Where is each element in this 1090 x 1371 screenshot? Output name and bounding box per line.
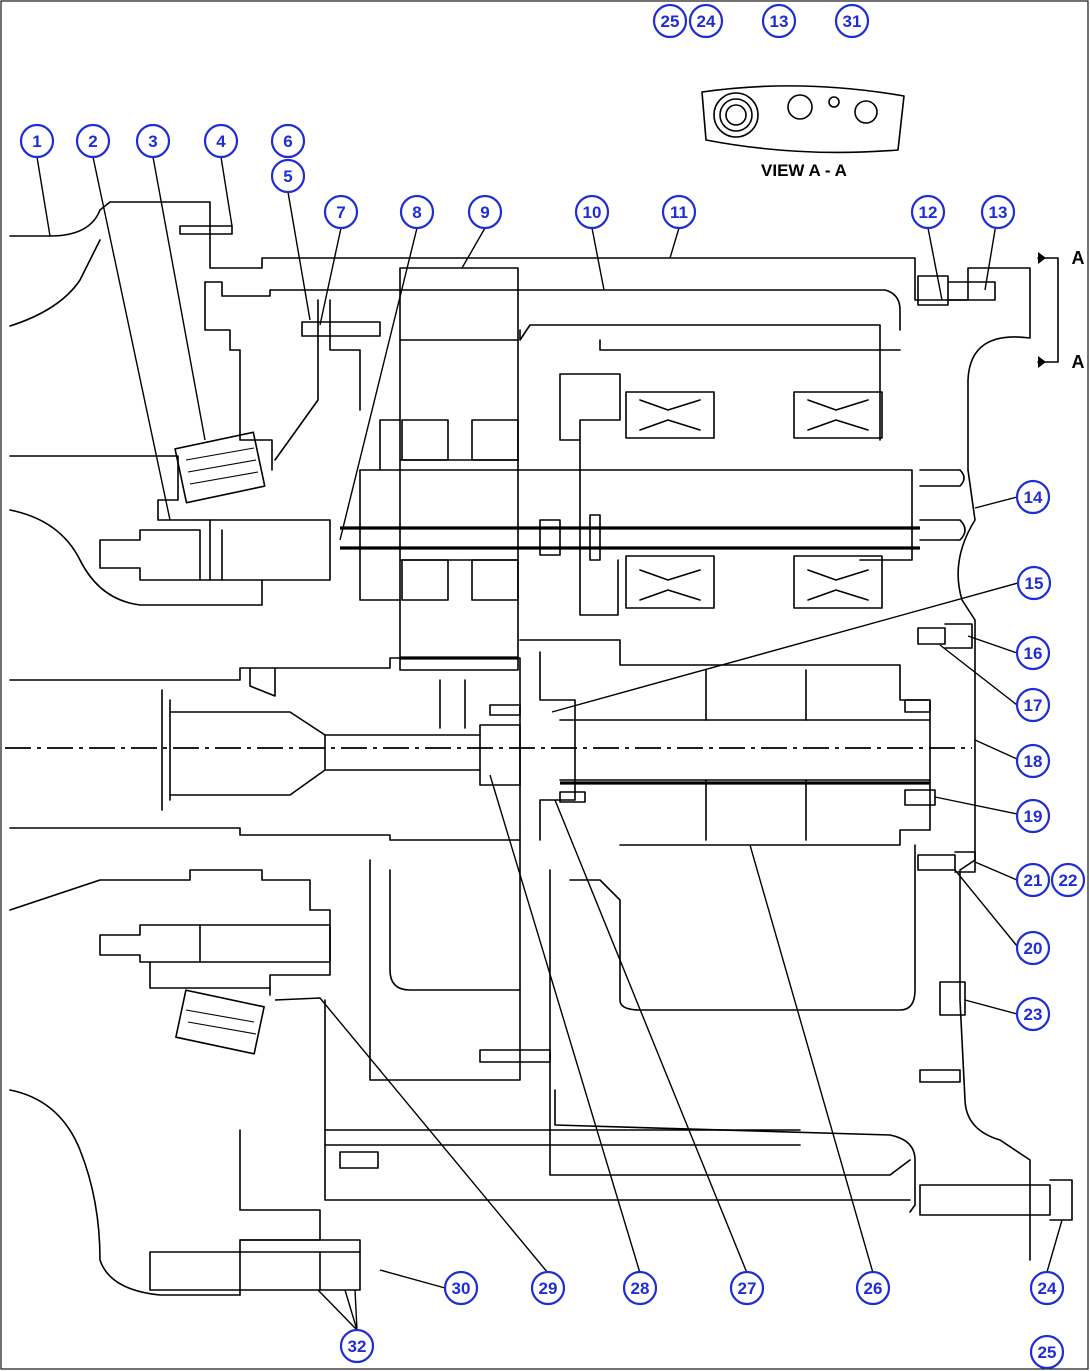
svg-text:11: 11 [670,203,688,222]
callout-24-view: 24 [688,3,724,39]
section-label-bottom: A [1072,352,1085,372]
svg-text:19: 19 [1024,807,1043,826]
callout-27: 27 [729,1270,765,1306]
callout-11: 11 [661,194,697,230]
callout-26: 26 [855,1270,891,1306]
callout-9: 9 [467,194,503,230]
svg-text:26: 26 [864,1279,883,1298]
leader-lines [36,156,1063,1331]
view-title: VIEW A - A [761,161,847,180]
callout-6: 6 [270,123,306,159]
callout-23: 23 [1015,996,1051,1032]
svg-text:28: 28 [631,1279,650,1298]
callout-24-main: 24 [1029,1270,1065,1306]
svg-text:21: 21 [1024,871,1043,890]
section-marker [1037,252,1059,368]
view-a-a-detail [701,85,905,154]
callout-21: 21 [1015,862,1051,898]
section-label-top: A [1072,248,1085,268]
svg-text:12: 12 [919,203,938,222]
callout-19: 19 [1015,798,1051,834]
callout-13-view: 13 [761,3,797,39]
callout-7: 7 [323,194,359,230]
svg-text:16: 16 [1024,644,1043,663]
svg-text:24: 24 [1038,1279,1057,1298]
svg-text:31: 31 [843,12,862,31]
callout-17: 17 [1015,687,1051,723]
callout-12: 12 [910,194,946,230]
svg-text:8: 8 [412,203,421,222]
svg-text:30: 30 [452,1279,471,1298]
svg-text:32: 32 [348,1337,367,1356]
callout-16: 16 [1015,635,1051,671]
svg-text:29: 29 [539,1279,558,1298]
svg-text:22: 22 [1059,871,1078,890]
svg-text:20: 20 [1024,939,1043,958]
svg-text:13: 13 [770,12,789,31]
callout-30: 30 [443,1270,479,1306]
callout-13-main: 13 [980,194,1016,230]
callout-29: 29 [530,1270,566,1306]
svg-text:1: 1 [32,132,41,151]
svg-text:13: 13 [989,203,1008,222]
svg-text:17: 17 [1024,696,1043,715]
callout-31: 31 [834,3,870,39]
callout-22: 22 [1050,862,1086,898]
callout-14: 14 [1015,479,1051,515]
callout-10: 10 [574,194,610,230]
callout-5: 5 [270,158,306,194]
svg-text:10: 10 [583,203,602,222]
callout-3: 3 [135,123,171,159]
callout-1: 1 [19,123,55,159]
callout-28: 28 [622,1270,658,1306]
svg-text:7: 7 [336,203,345,222]
svg-text:2: 2 [88,132,97,151]
callout-18: 18 [1015,743,1051,779]
svg-text:23: 23 [1024,1005,1043,1024]
svg-text:3: 3 [148,132,157,151]
callout-4: 4 [203,123,239,159]
callout-8: 8 [399,194,435,230]
callout-2: 2 [75,123,111,159]
svg-text:18: 18 [1024,752,1043,771]
svg-text:6: 6 [283,132,292,151]
svg-text:4: 4 [216,132,226,151]
svg-text:9: 9 [480,203,489,222]
svg-text:14: 14 [1024,488,1043,507]
callout-15: 15 [1016,565,1052,601]
svg-text:27: 27 [738,1279,757,1298]
callout-32: 32 [339,1328,375,1364]
svg-text:24: 24 [697,12,716,31]
svg-text:15: 15 [1025,574,1044,593]
svg-text:5: 5 [283,167,292,186]
callout-25-view: 25 [652,3,688,39]
svg-text:25: 25 [661,12,680,31]
callout-25-main: 25 [1029,1334,1065,1370]
svg-text:25: 25 [1038,1343,1057,1362]
callout-20: 20 [1015,930,1051,966]
